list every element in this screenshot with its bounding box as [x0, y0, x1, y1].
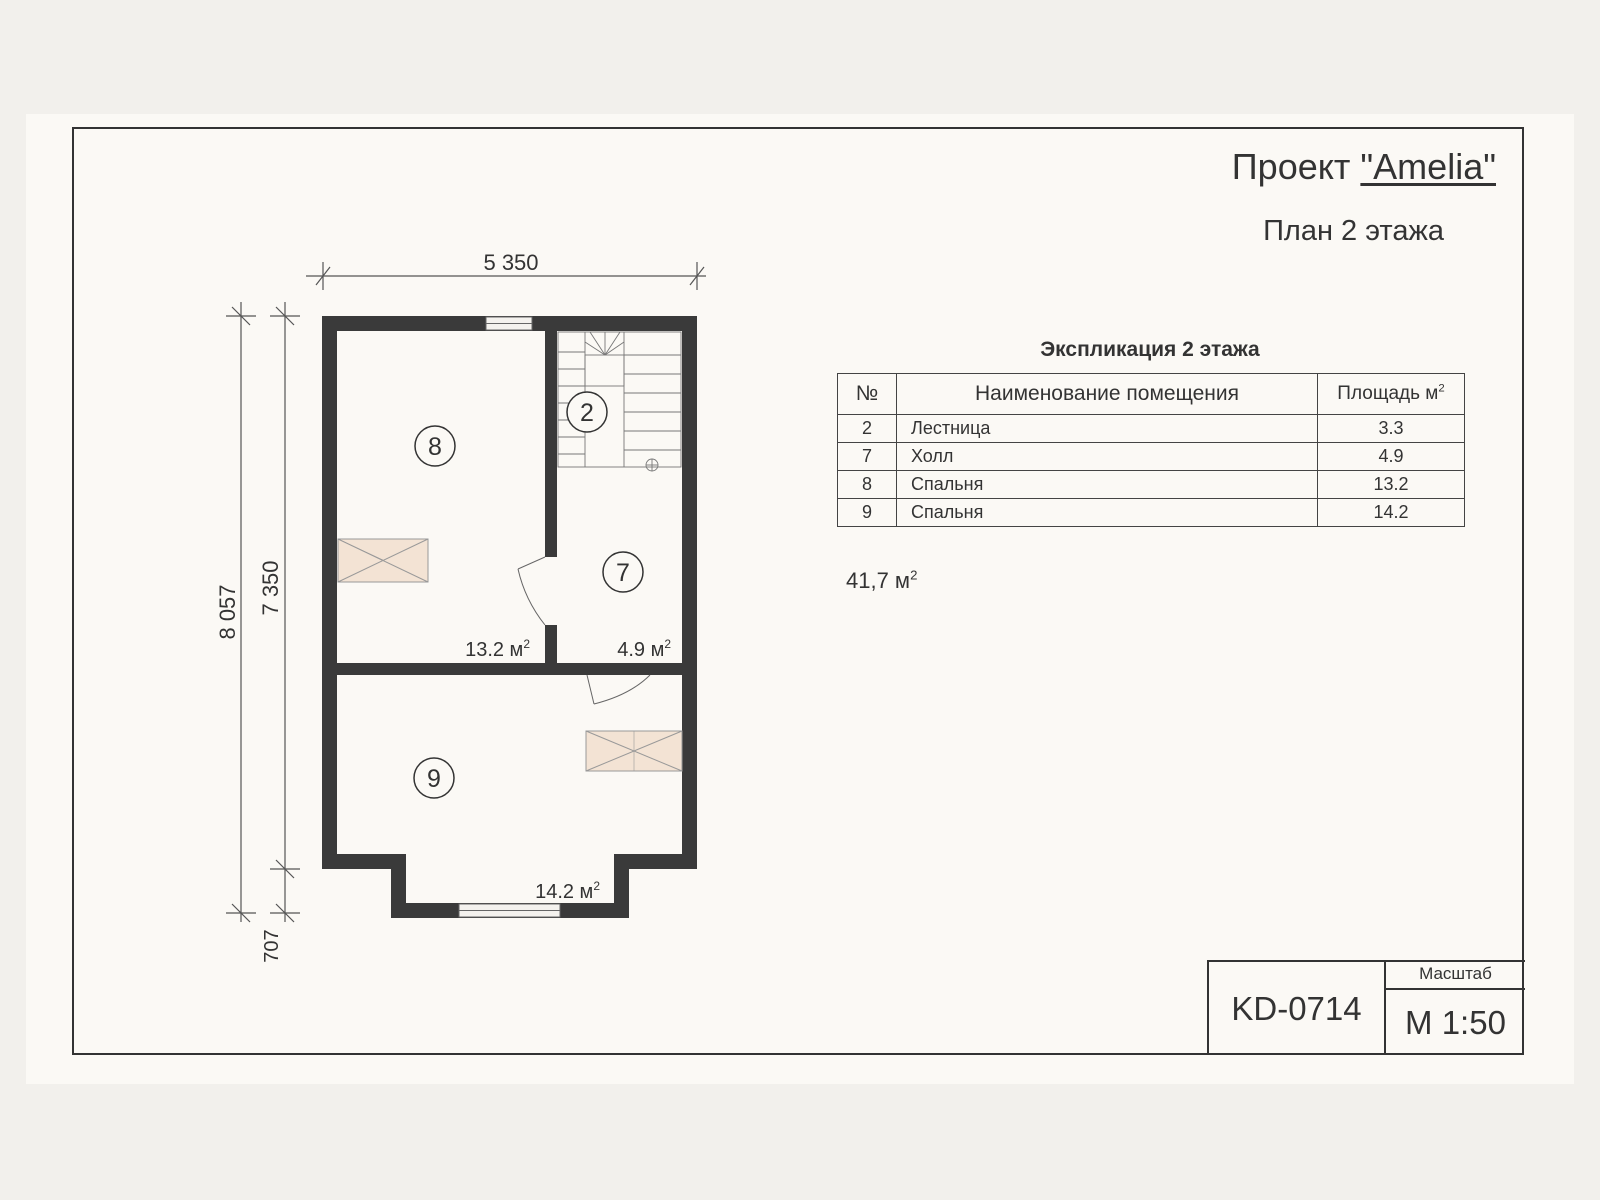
room-8-marker: 8 [414, 425, 456, 467]
room-2-marker: 2 [566, 391, 608, 433]
width-dimension: 5 350 [483, 250, 538, 275]
total-area: 41,7 м2 [846, 567, 918, 593]
interior-wall-lower [545, 625, 557, 663]
title-block-divider [1384, 962, 1386, 1055]
row-name: Лестница [896, 414, 1318, 443]
scale-value: М 1:50 [1405, 1003, 1506, 1041]
room-7-marker: 7 [602, 551, 644, 593]
exterior-walls [322, 316, 697, 918]
row-num: 8 [837, 470, 897, 499]
svg-text:7: 7 [616, 559, 630, 587]
bed-room-8 [337, 538, 429, 583]
project-name: "Amelia" [1360, 146, 1496, 187]
svg-text:9: 9 [427, 765, 441, 793]
total-height-dimension: 8 057 [215, 584, 240, 639]
table-row: 2 Лестница 3.3 [837, 414, 1465, 443]
row-num: 2 [837, 414, 897, 443]
interior-wall-upper [545, 331, 557, 557]
row-name: Спальня [896, 470, 1318, 499]
svg-text:8: 8 [428, 433, 442, 461]
row-area: 3.3 [1317, 414, 1465, 443]
door-swings [517, 556, 651, 705]
drawing-sheet [26, 114, 1574, 1084]
title-block: KD-0714 Масштаб М 1:50 [1207, 960, 1525, 1055]
explication-title: Экспликация 2 этажа [1040, 338, 1260, 361]
drawing-frame [72, 127, 1524, 1055]
dimension-lines [226, 262, 706, 923]
column-header-name: Наименование помещения [896, 373, 1318, 415]
room-8-area: 13.2 м2 [465, 637, 530, 661]
bed-room-9 [585, 730, 683, 772]
table-row: 8 Спальня 13.2 [837, 470, 1465, 499]
bay-dimension: 707 [261, 929, 283, 962]
room-9-marker: 9 [413, 757, 455, 799]
project-title: Проект "Amelia" [1000, 146, 1496, 188]
row-area: 4.9 [1317, 442, 1465, 471]
column-header-num: № [837, 373, 897, 415]
row-name: Холл [896, 442, 1318, 471]
room-9-area: 14.2 м2 [535, 879, 600, 903]
table-row: 7 Холл 4.9 [837, 442, 1465, 471]
row-num: 9 [837, 498, 897, 527]
explication-table: № Наименование помещения Площадь м2 2 Ле… [837, 373, 1465, 527]
explication-header-row: № Наименование помещения Площадь м2 [837, 373, 1465, 415]
main-height-dimension: 7 350 [258, 560, 283, 615]
project-prefix: Проект [1231, 146, 1361, 187]
drawing-code: KD-0714 [1231, 989, 1362, 1027]
room-7-area: 4.9 м2 [617, 637, 671, 661]
row-area: 13.2 [1317, 470, 1465, 499]
plan-title: План 2 этажа [1263, 215, 1444, 247]
interior-wall-horizontal [337, 663, 682, 675]
row-name: Спальня [896, 498, 1318, 527]
row-area: 14.2 [1317, 498, 1465, 527]
title-block-divider [1386, 988, 1525, 990]
column-header-area: Площадь м2 [1317, 373, 1465, 415]
table-row: 9 Спальня 14.2 [837, 498, 1465, 527]
svg-text:2: 2 [580, 399, 594, 427]
row-num: 7 [837, 442, 897, 471]
scale-label: Масштаб [1419, 964, 1492, 983]
